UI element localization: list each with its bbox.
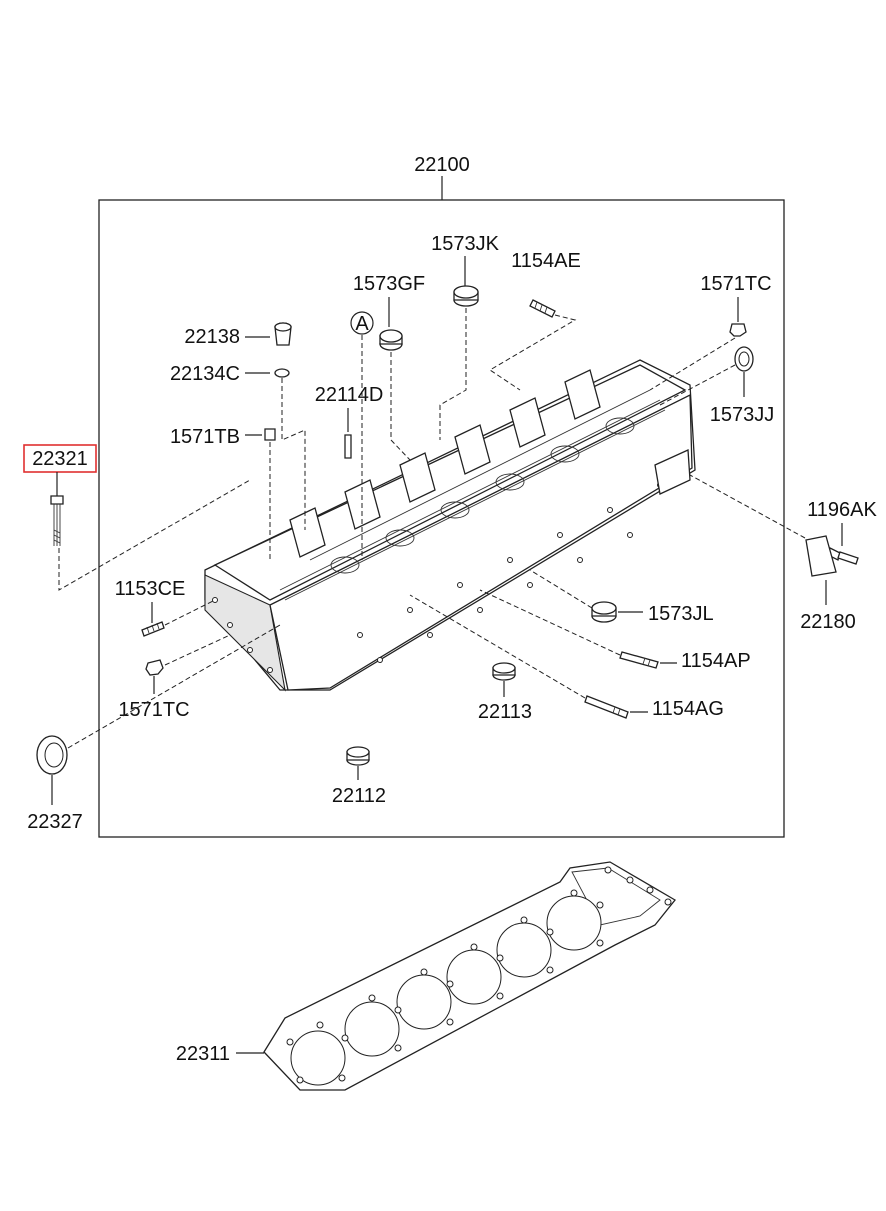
oring-22134c-icon[interactable] [274, 368, 290, 378]
nut-1571tc-bottom-icon[interactable] [145, 659, 164, 676]
label-22112[interactable]: 22112 [332, 785, 386, 807]
label-22311[interactable]: 22311 [176, 1043, 230, 1065]
dashed-leader-22327 [67, 624, 281, 749]
plug-22113-icon[interactable] [492, 662, 516, 681]
label-1573jk[interactable]: 1573JK [431, 233, 499, 255]
plug-22112-icon[interactable] [346, 746, 370, 766]
label-22321[interactable]: 22321 [32, 448, 88, 470]
label-22138[interactable]: 22138 [184, 326, 240, 348]
cover-22180-icon[interactable] [805, 535, 837, 577]
part-22138-icon[interactable] [274, 322, 292, 346]
dashed-leader-22321 [58, 479, 251, 591]
dashed-leader-22180 [689, 474, 806, 539]
dashed-leader-22134c [281, 378, 306, 530]
label-1573jl[interactable]: 1573JL [648, 603, 714, 625]
highlight-box-22321 [23, 444, 97, 473]
label-22113[interactable]: 22113 [478, 701, 532, 723]
ref-a-circle [350, 311, 374, 335]
bolt-22321-icon[interactable] [50, 495, 64, 546]
bolt-1571tb-icon[interactable] [264, 428, 276, 441]
label-1571tc-top[interactable]: 1571TC [700, 273, 771, 295]
stud-1154ap-icon[interactable] [619, 651, 659, 669]
dashed-leader-1154ae [489, 314, 577, 391]
plug-1573jk-icon[interactable] [453, 285, 479, 307]
dashed-leader-1573jk [439, 308, 467, 440]
label-1196ak[interactable]: 1196AK [807, 499, 877, 521]
seal-1573jj-icon[interactable] [734, 346, 754, 372]
label-1573gf[interactable]: 1573GF [353, 273, 425, 295]
head-gasket-22311-icon[interactable] [263, 861, 676, 1091]
label-22114d[interactable]: 22114D [315, 384, 384, 406]
dashed-leader-1153ce [164, 599, 216, 626]
label-22100[interactable]: 22100 [414, 154, 470, 176]
dashed-leader-1571tc-bottom [164, 634, 231, 666]
plug-1573jl-icon[interactable] [591, 601, 617, 623]
label-1154ae[interactable]: 1154AE [511, 250, 581, 272]
stud-1154ag-icon[interactable] [584, 695, 629, 719]
seal-22327-icon[interactable] [36, 735, 68, 775]
cylinder-head-icon[interactable] [204, 359, 696, 692]
nut-1571tc-top-icon[interactable] [729, 323, 747, 337]
dashed-leader-1154ap [479, 589, 621, 656]
label-1154ag[interactable]: 1154AG [652, 698, 724, 720]
label-22134c[interactable]: 22134C [170, 363, 240, 385]
dashed-leader-1573jj [659, 364, 736, 406]
dashed-leader-1571tc-top [649, 337, 736, 391]
label-1153ce[interactable]: 1153CE [115, 578, 186, 600]
pin-22114d-icon[interactable] [344, 434, 352, 459]
label-1571tb[interactable]: 1571TB [170, 426, 240, 448]
label-1573jj[interactable]: 1573JJ [710, 404, 775, 426]
label-1571tc-bottom[interactable]: 1571TC [118, 699, 189, 721]
label-22180[interactable]: 22180 [800, 611, 856, 633]
label-1154ap[interactable]: 1154AP [681, 650, 751, 672]
dashed-leader-1573gf [390, 352, 411, 461]
plug-1573gf-icon[interactable] [379, 329, 403, 351]
label-ref-a[interactable]: A [355, 313, 369, 335]
stud-1153ce-icon[interactable] [141, 621, 165, 637]
stud-1154ae-icon[interactable] [529, 299, 556, 318]
dashed-leader-1154ag [409, 594, 586, 699]
dashed-leader-1573jl [529, 569, 593, 609]
label-22327[interactable]: 22327 [27, 811, 83, 833]
